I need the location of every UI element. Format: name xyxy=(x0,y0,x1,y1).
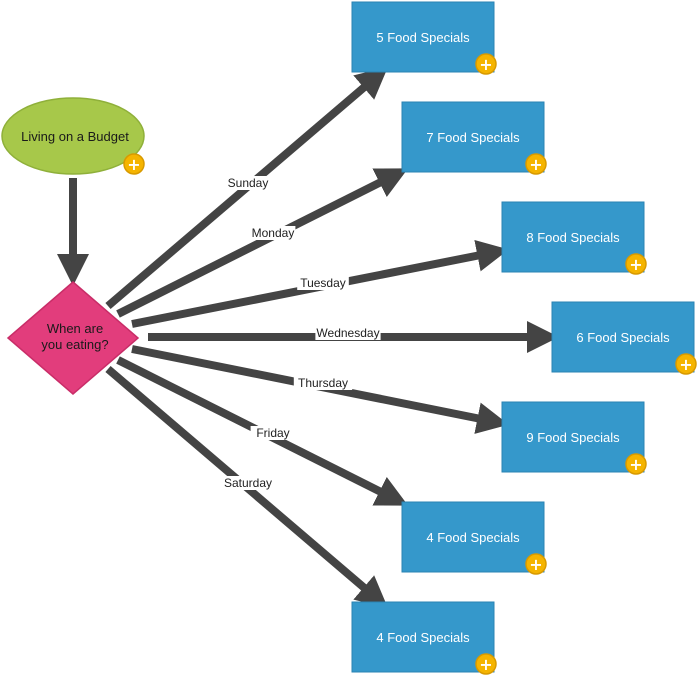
edge-label-saturday: Saturday xyxy=(218,476,278,490)
outcome-box-sunday[interactable]: 5 Food Specials + xyxy=(351,1,497,75)
outcome-box-rect xyxy=(501,401,645,473)
edge-label-sunday: Sunday xyxy=(225,176,271,190)
outcome-box-rect xyxy=(401,101,545,173)
outcome-box-rect xyxy=(501,201,645,273)
plus-glyph: + xyxy=(629,255,642,274)
edge-label-text: Sunday xyxy=(228,176,269,190)
decision-label-line-2: you eating? xyxy=(41,337,108,352)
edge-label-text: Wednesday xyxy=(316,326,379,340)
decision-diamond xyxy=(6,281,140,395)
decision-label-line-1: When are xyxy=(47,321,103,336)
outcome-box-label: 4 Food Specials xyxy=(426,530,520,545)
plus-icon[interactable]: + xyxy=(525,153,547,175)
outcome-box-label: 7 Food Specials xyxy=(426,130,520,145)
start-node-label: Living on a Budget xyxy=(21,129,129,144)
plus-glyph: + xyxy=(127,155,140,174)
plus-glyph: + xyxy=(629,455,642,474)
plus-glyph: + xyxy=(679,355,692,374)
edge-label-text: Saturday xyxy=(224,476,272,490)
plus-glyph: + xyxy=(529,155,542,174)
outcome-box-friday[interactable]: 4 Food Specials + xyxy=(401,501,547,575)
edge-label-text: Monday xyxy=(252,226,295,240)
plus-icon[interactable]: + xyxy=(475,653,497,675)
edge-label-wednesday: Wednesday xyxy=(315,326,381,340)
edge-label-thursday: Thursday xyxy=(293,376,353,390)
outcome-box-wednesday[interactable]: 6 Food Specials + xyxy=(551,301,697,375)
edge-labels-layer: SundayMondayTuesdayWednesdayThursdayFrid… xyxy=(218,176,381,490)
outcome-box-rect xyxy=(551,301,695,373)
plus-glyph: + xyxy=(479,655,492,674)
outcome-box-rect xyxy=(401,501,545,573)
plus-glyph: + xyxy=(529,555,542,574)
start-plus-icon[interactable]: + xyxy=(123,153,145,175)
outcome-box-thursday[interactable]: 9 Food Specials + xyxy=(501,401,647,475)
plus-icon[interactable]: + xyxy=(625,453,647,475)
edge-label-monday: Monday xyxy=(250,226,296,240)
outcome-box-tuesday[interactable]: 8 Food Specials + xyxy=(501,201,647,275)
start-ellipse xyxy=(1,97,145,175)
edge-label-text: Thursday xyxy=(298,376,348,390)
outcome-box-rect xyxy=(351,1,495,73)
edge-label-text: Tuesday xyxy=(300,276,346,290)
outcome-box-label: 6 Food Specials xyxy=(576,330,670,345)
outcome-box-label: 8 Food Specials xyxy=(526,230,620,245)
start-node[interactable]: Living on a Budget + xyxy=(1,97,145,175)
edge-label-text: Friday xyxy=(256,426,289,440)
plus-icon[interactable]: + xyxy=(475,53,497,75)
outcome-box-label: 9 Food Specials xyxy=(526,430,620,445)
outcome-box-saturday[interactable]: 4 Food Specials + xyxy=(351,601,497,675)
plus-icon[interactable]: + xyxy=(525,553,547,575)
plus-icon[interactable]: + xyxy=(625,253,647,275)
outcome-boxes-layer: 5 Food Specials +7 Food Specials +8 Food S… xyxy=(351,1,697,675)
decision-node[interactable]: When are you eating? xyxy=(6,281,140,395)
edge-label-friday: Friday xyxy=(250,426,296,440)
outcome-box-label: 4 Food Specials xyxy=(376,630,470,645)
outcome-box-rect xyxy=(351,601,495,673)
outcome-box-monday[interactable]: 7 Food Specials + xyxy=(401,101,547,175)
edge-label-tuesday: Tuesday xyxy=(297,276,349,290)
plus-icon[interactable]: + xyxy=(675,353,697,375)
outcome-box-label: 5 Food Specials xyxy=(376,30,470,45)
edge-decision-to-monday xyxy=(116,168,409,318)
plus-glyph: + xyxy=(479,55,492,74)
